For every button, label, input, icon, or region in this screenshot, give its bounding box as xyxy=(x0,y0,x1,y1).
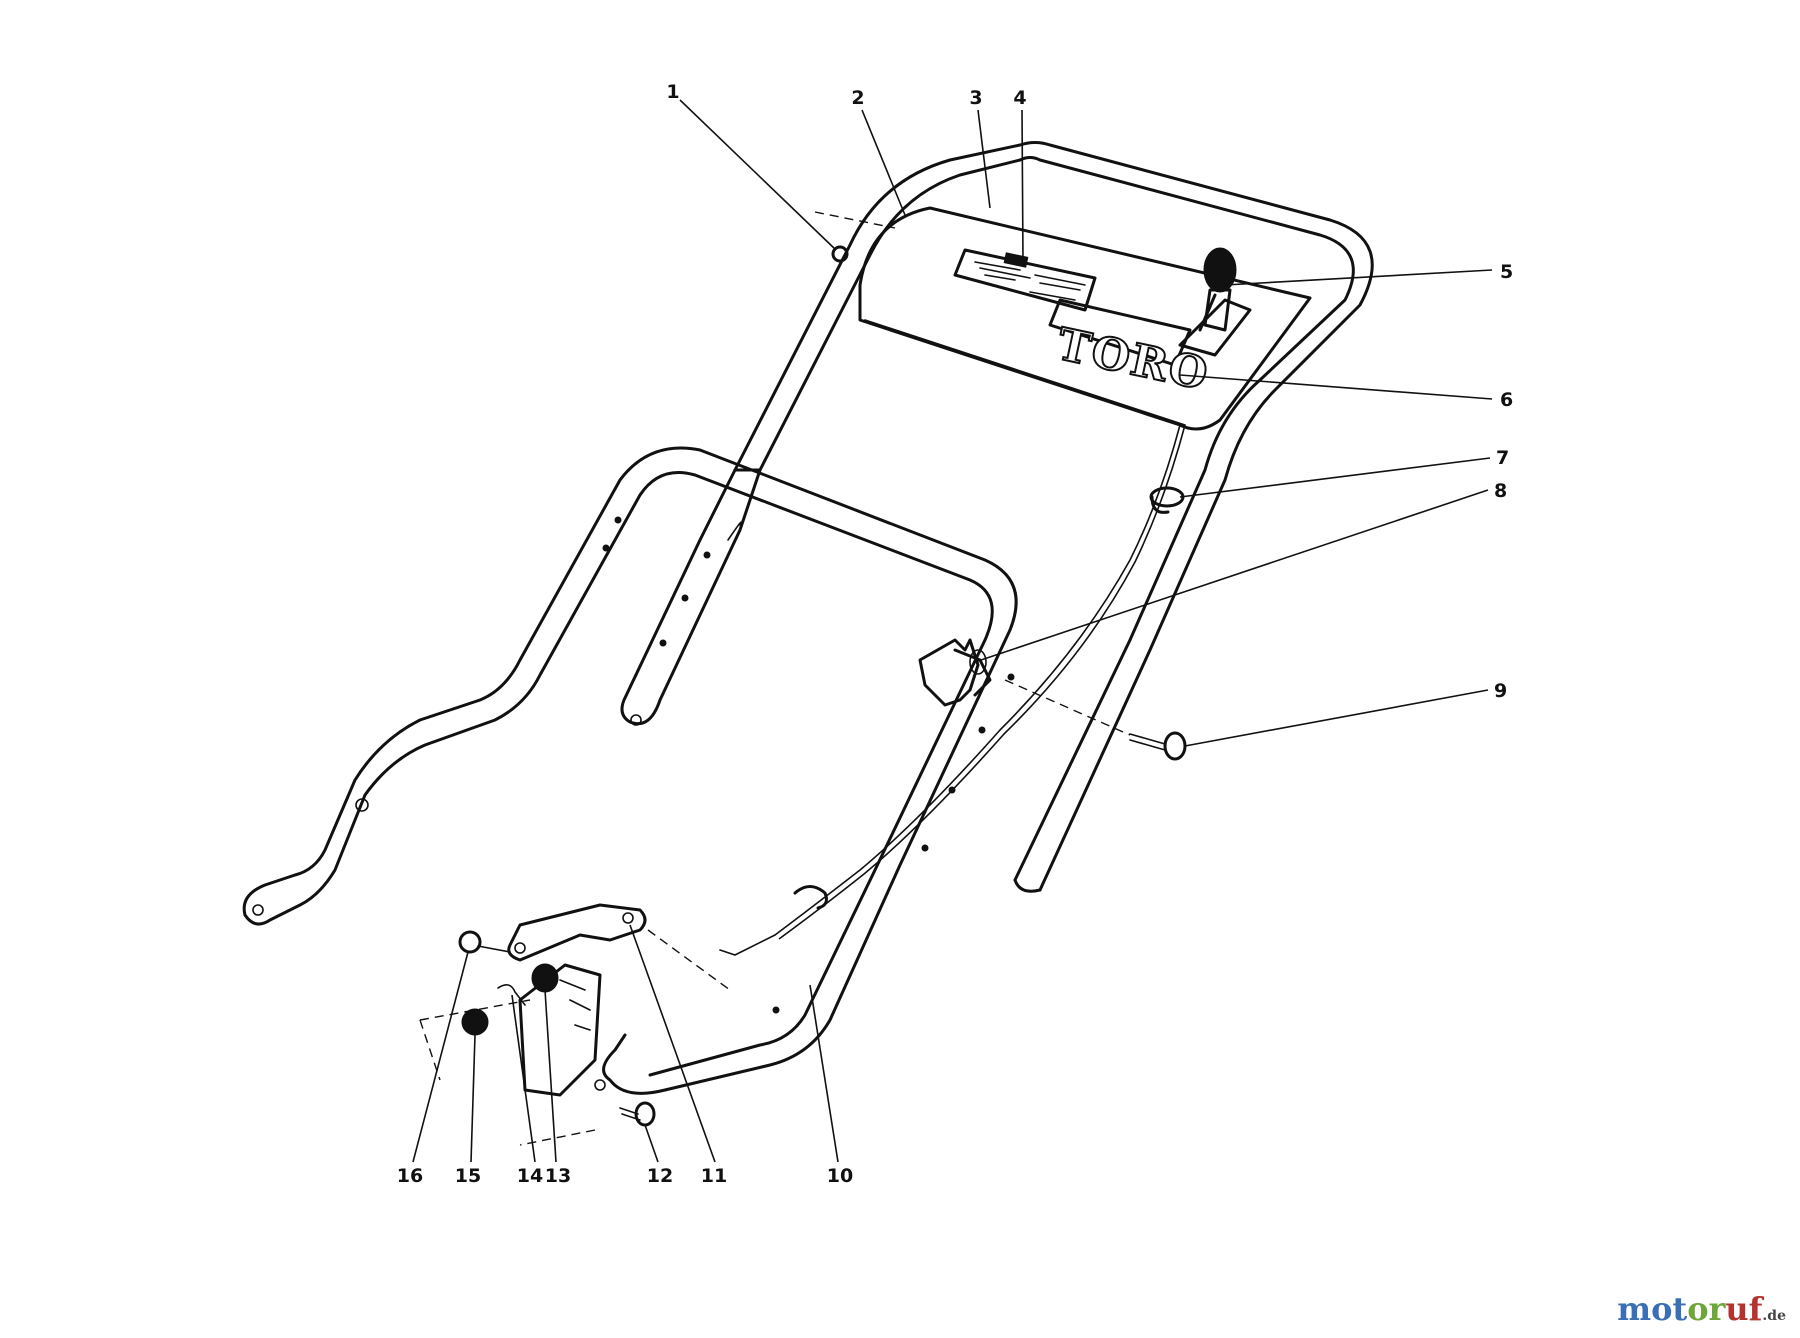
callout-4: 4 xyxy=(1013,87,1026,109)
carriage-bolt[interactable] xyxy=(458,930,511,954)
watermark-logo: motoruf.de xyxy=(1617,1290,1786,1328)
callout-11: 11 xyxy=(701,1165,727,1187)
handle-screw-1[interactable] xyxy=(831,245,849,263)
control-panel xyxy=(858,206,1312,431)
callout-2: 2 xyxy=(851,87,864,109)
callout-15: 15 xyxy=(455,1165,481,1187)
hairpin-clip[interactable] xyxy=(497,984,526,1006)
washer-nut[interactable] xyxy=(461,1008,489,1036)
callout-labels: 1 2 3 4 5 6 7 8 9 10 11 12 13 14 15 16 xyxy=(397,81,1513,1187)
callout-13: 13 xyxy=(545,1165,571,1187)
callout-7: 7 xyxy=(1496,447,1509,469)
mounting-plate xyxy=(518,963,602,1097)
throttle-control[interactable] xyxy=(1178,247,1252,357)
callout-6: 6 xyxy=(1500,389,1513,411)
assembly-lines xyxy=(419,211,1131,1146)
instruction-decal xyxy=(953,248,1097,312)
callout-10: 10 xyxy=(827,1165,853,1187)
upper-handle[interactable] xyxy=(620,141,1374,893)
leader-lines xyxy=(412,99,1493,1163)
shoulder-bolt[interactable] xyxy=(619,1101,656,1127)
callout-9: 9 xyxy=(1494,680,1507,702)
throttle-cable xyxy=(719,424,1186,956)
callout-14: 14 xyxy=(517,1165,543,1187)
lower-handle[interactable] xyxy=(242,446,1018,1095)
callout-16: 16 xyxy=(397,1165,423,1187)
callout-5: 5 xyxy=(1500,261,1513,283)
toro-decal: TORO xyxy=(1048,298,1215,402)
lower-cable-clip xyxy=(793,885,828,910)
handle-bolt-9[interactable] xyxy=(1129,731,1187,761)
callout-12: 12 xyxy=(647,1165,673,1187)
callout-8: 8 xyxy=(1494,480,1507,502)
handle-bracket[interactable] xyxy=(507,903,647,962)
callout-1: 1 xyxy=(666,81,679,103)
lock-nut[interactable] xyxy=(531,963,559,993)
callout-3: 3 xyxy=(969,87,982,109)
